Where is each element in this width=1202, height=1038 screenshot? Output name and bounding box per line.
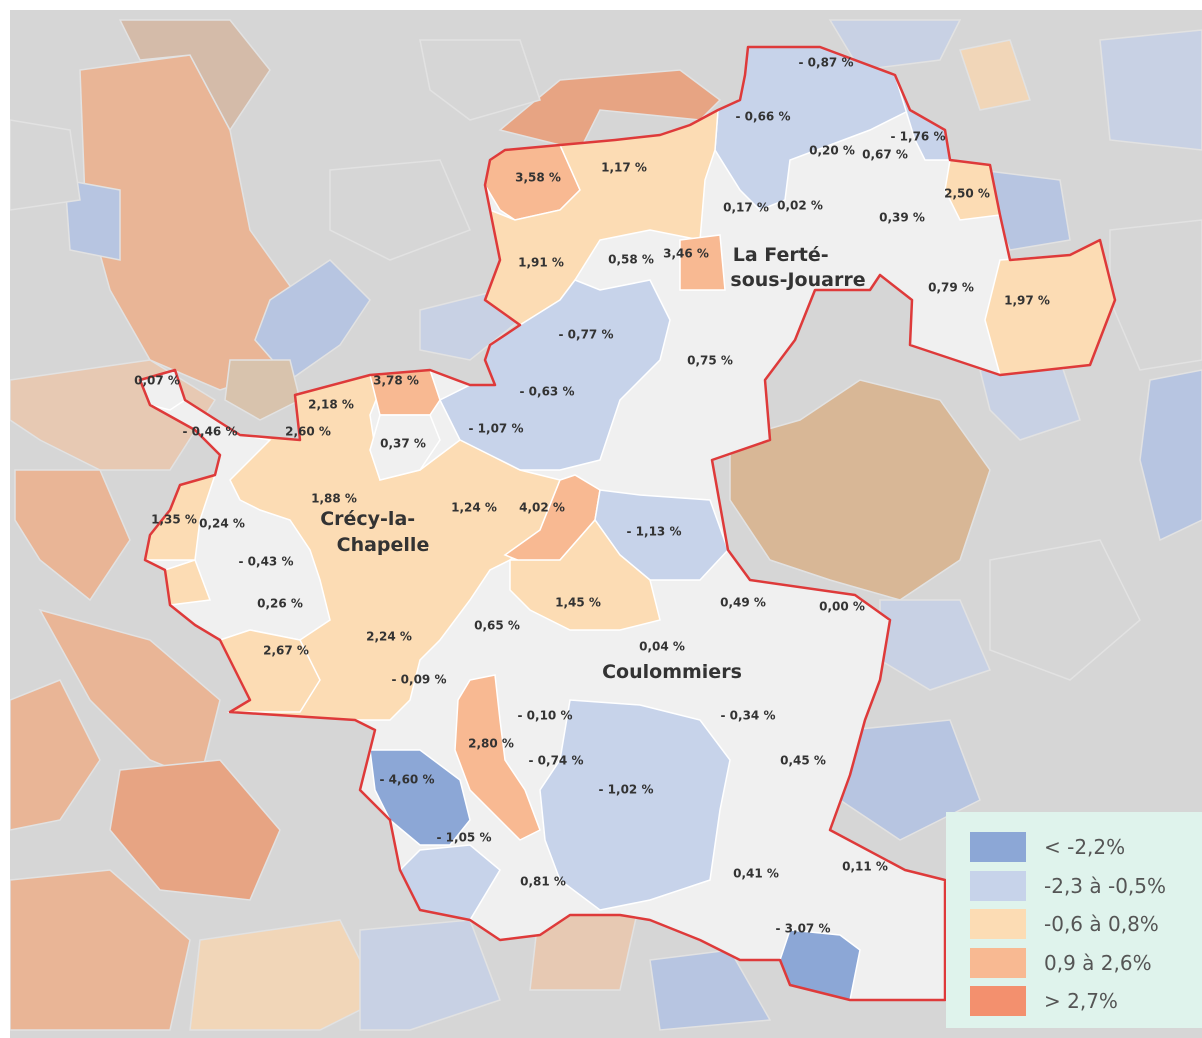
value-label: 1,45 % — [555, 596, 601, 610]
value-label: 0,41 % — [733, 867, 779, 881]
choropleth-map: - 0,87 % - 0,66 % - 1,76 % 0,20 % 0,67 %… — [10, 10, 1202, 1038]
legend-item: -2,3 à -0,5% — [970, 867, 1202, 906]
value-label: - 1,13 % — [627, 525, 682, 539]
value-label: 1,24 % — [451, 501, 497, 515]
study-area-boundary — [138, 45, 1117, 1002]
value-label: 0,37 % — [380, 437, 426, 451]
value-label: - 0,46 % — [183, 425, 238, 439]
value-label: - 1,05 % — [437, 831, 492, 845]
value-label: - 0,66 % — [736, 110, 791, 124]
value-label: 1,35 % — [151, 513, 197, 527]
value-label: - 0,63 % — [520, 385, 575, 399]
legend-label: > 2,7% — [1044, 989, 1118, 1014]
legend-label: 0,9 à 2,6% — [1044, 950, 1152, 975]
value-label: 0,20 % — [809, 144, 855, 158]
value-label: 0,49 % — [720, 596, 766, 610]
value-label: - 1,76 % — [891, 130, 946, 144]
legend-item: 0,9 à 2,6% — [970, 944, 1202, 983]
map-legend: < -2,2% -2,3 à -0,5% -0,6 à 0,8% 0,9 à 2,6%… — [946, 812, 1202, 1028]
value-label: - 1,02 % — [599, 783, 654, 797]
legend-swatch — [970, 947, 1026, 978]
value-label: 3,58 % — [515, 171, 561, 185]
value-label: 1,17 % — [601, 161, 647, 175]
value-label: 3,78 % — [373, 374, 419, 388]
legend-swatch — [970, 832, 1026, 863]
value-label: 2,80 % — [468, 737, 514, 751]
value-label: - 4,60 % — [380, 773, 435, 787]
value-label: 1,88 % — [311, 492, 357, 506]
value-label: - 0,10 % — [518, 709, 573, 723]
value-label: 2,67 % — [263, 644, 309, 658]
city-label-la-ferte-sous-jouarre: La Ferté- sous-Jouarre — [730, 244, 865, 291]
legend-swatch — [970, 986, 1026, 1017]
value-label: 0,11 % — [842, 860, 888, 874]
value-label: 0,58 % — [608, 253, 654, 267]
legend-swatch — [970, 909, 1026, 940]
value-label: - 1,07 % — [469, 422, 524, 436]
legend-item: -0,6 à 0,8% — [970, 905, 1202, 944]
value-label: 0,26 % — [257, 597, 303, 611]
city-label-crecy-la-chapelle: Crécy-la- Chapelle — [320, 508, 429, 556]
value-label: 3,46 % — [663, 247, 709, 261]
value-label: 0,79 % — [928, 281, 974, 295]
value-label: 2,18 % — [308, 398, 354, 412]
legend-swatch — [970, 870, 1026, 901]
value-label: 0,75 % — [687, 354, 733, 368]
value-label: 4,02 % — [519, 501, 565, 515]
study-area-communes — [138, 46, 1116, 1001]
value-label: 0,17 % — [723, 201, 769, 215]
value-label: - 0,87 % — [799, 56, 854, 70]
commune-value-labels: - 0,87 % - 0,66 % - 1,76 % 0,20 % 0,67 %… — [134, 56, 1050, 936]
value-label: 1,91 % — [518, 256, 564, 270]
value-label: 0,81 % — [520, 875, 566, 889]
value-label: - 0,34 % — [721, 709, 776, 723]
value-label: - 0,09 % — [392, 673, 447, 687]
value-label: 0,02 % — [777, 199, 823, 213]
city-labels: La Ferté- sous-Jouarre Crécy-la- Chapell… — [320, 244, 865, 683]
value-label: - 0,74 % — [529, 754, 584, 768]
value-label: 2,60 % — [285, 425, 331, 439]
city-label-coulommiers: Coulommiers — [602, 661, 742, 683]
value-label: 0,04 % — [639, 640, 685, 654]
value-label: - 0,77 % — [559, 328, 614, 342]
value-label: 0,65 % — [474, 619, 520, 633]
value-label: - 0,43 % — [239, 555, 294, 569]
value-label: - 3,07 % — [776, 922, 831, 936]
value-label: 0,07 % — [134, 374, 180, 388]
legend-item: > 2,7% — [970, 982, 1202, 1021]
value-label: 0,24 % — [199, 517, 245, 531]
value-label: 2,50 % — [944, 187, 990, 201]
legend-label: < -2,2% — [1044, 835, 1126, 860]
legend-label: -2,3 à -0,5% — [1044, 873, 1167, 898]
value-label: 0,00 % — [819, 600, 865, 614]
legend-item: < -2,2% — [970, 828, 1202, 867]
value-label: 0,67 % — [862, 148, 908, 162]
value-label: 0,45 % — [780, 754, 826, 768]
value-label: 2,24 % — [366, 630, 412, 644]
value-label: 0,39 % — [879, 211, 925, 225]
value-label: 1,97 % — [1004, 294, 1050, 308]
legend-label: -0,6 à 0,8% — [1044, 912, 1159, 937]
